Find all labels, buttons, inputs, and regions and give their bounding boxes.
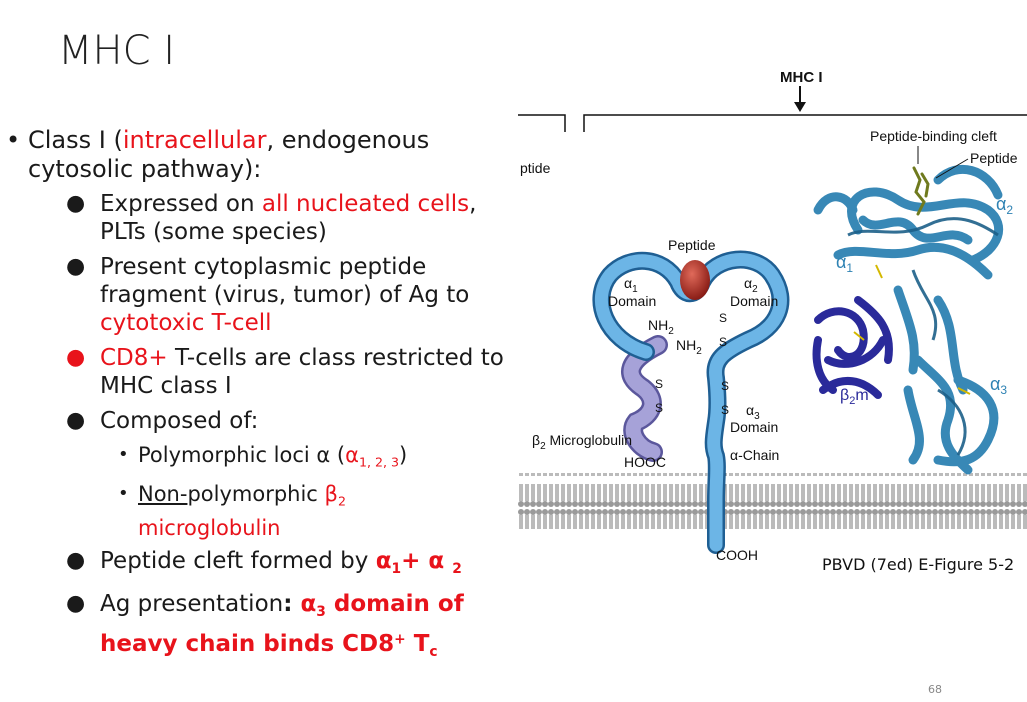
figure-caption: PBVD (7ed) E-Figure 5-2 bbox=[822, 555, 1015, 574]
svg-text:β2m: β2m bbox=[840, 387, 869, 407]
svg-text:NH2: NH2 bbox=[648, 317, 674, 337]
alpha1-symbol: α bbox=[624, 275, 632, 291]
disulfide-s-2: S bbox=[719, 335, 727, 349]
b2-symbol: β bbox=[532, 432, 540, 448]
svg-text:α1: α1 bbox=[624, 275, 638, 295]
mhc-i-figure: MHC I ptide Peptide α1 Domain α2 Domain … bbox=[518, 69, 1027, 563]
ribbon-b2m-m: m bbox=[855, 387, 868, 404]
peptide-label: Peptide bbox=[668, 237, 716, 253]
b2-microglobulin-schematic bbox=[621, 335, 668, 462]
svg-text:α2: α2 bbox=[744, 275, 758, 295]
bullet-peptide-cleft: ●Peptide cleft formed by α1+ α 2 bbox=[66, 547, 462, 577]
left-partial-label: ptide bbox=[520, 160, 551, 176]
svg-text:α2: α2 bbox=[996, 194, 1013, 217]
disulfide-s-4: S bbox=[655, 401, 663, 415]
alpha2-symbol: α bbox=[744, 275, 752, 291]
alpha3-sub: 3 bbox=[754, 411, 760, 422]
ribbon-alpha1-symbol: α bbox=[836, 252, 846, 272]
ribbon-alpha3-symbol: α bbox=[990, 374, 1000, 394]
svg-text:β2 Microglobulin: β2 Microglobulin bbox=[532, 432, 632, 452]
nh2-label-1: NH bbox=[648, 317, 668, 333]
bullet-list: Class I (intracellular, endogenous cytos… bbox=[6, 126, 506, 673]
disulfide-s-3: S bbox=[655, 377, 663, 391]
peptide-schematic bbox=[680, 260, 710, 300]
slide-title: MHC I bbox=[58, 28, 176, 74]
bullet-cd8: ●CD8+ T-cells are class restricted to MH… bbox=[66, 345, 504, 399]
ribbon-alpha3-sub: 3 bbox=[1000, 383, 1007, 397]
bullet-present-peptide: ●Present cytoplasmic peptide fragment (v… bbox=[66, 254, 470, 336]
cleft-label: Peptide-binding cleft bbox=[870, 128, 997, 144]
alpha1-domain-label: Domain bbox=[608, 293, 656, 309]
ribbon-b2m-sub: 2 bbox=[849, 395, 855, 407]
svg-text:α3: α3 bbox=[990, 374, 1007, 397]
bullet-polymorphic: •Polymorphic loci α (α1, 2, 3) bbox=[118, 443, 408, 470]
bullet-expressed: ●Expressed on all nucleated cells, PLTs … bbox=[66, 191, 477, 245]
arrow-down-icon bbox=[794, 102, 806, 112]
alpha2-domain-label: Domain bbox=[730, 293, 778, 309]
svg-text:NH2: NH2 bbox=[676, 337, 702, 357]
svg-text:α3: α3 bbox=[746, 402, 760, 422]
disulfide-s-5: S bbox=[721, 379, 729, 393]
bullet-composed: ●Composed of: bbox=[66, 408, 259, 434]
alpha3-domain-label: Domain bbox=[730, 419, 778, 435]
microglobulin-label: Microglobulin bbox=[546, 432, 632, 448]
alpha1-sub: 1 bbox=[632, 284, 638, 295]
alpha3-symbol: α bbox=[746, 402, 754, 418]
nh2-sub-1: 2 bbox=[668, 326, 674, 337]
cleft-peptide-label: Peptide bbox=[970, 150, 1018, 166]
ribbon-alpha2-sub: 2 bbox=[1006, 203, 1013, 217]
mhc-i-header-label: MHC I bbox=[780, 69, 823, 86]
disulfide-s-1: S bbox=[719, 311, 727, 325]
ribbon-alpha1-sub: 1 bbox=[846, 261, 853, 275]
ribbon-b2m-symbol: β bbox=[840, 387, 849, 404]
bullet-class-i: Class I (intracellular, endogenous cytos… bbox=[6, 126, 506, 184]
nh2-label-2: NH bbox=[676, 337, 696, 353]
cooh-label: COOH bbox=[716, 547, 758, 563]
hooc-label: HOOC bbox=[624, 454, 666, 470]
figure-header: MHC I ptide bbox=[518, 69, 1027, 176]
bullet-ag-presentation: ●Ag presentation: α3 domain of heavy cha… bbox=[66, 590, 464, 660]
alpha2-sub: 2 bbox=[752, 284, 758, 295]
svg-text:α1: α1 bbox=[836, 252, 853, 275]
page-number: 68 bbox=[928, 683, 942, 696]
cell-membrane bbox=[518, 473, 1027, 529]
alpha-chain-label: α-Chain bbox=[730, 447, 779, 463]
disulfide-s-6: S bbox=[721, 403, 729, 417]
ribbon-structure bbox=[812, 164, 1004, 475]
alpha-chain-schematic bbox=[592, 250, 790, 554]
ribbon-alpha2-symbol: α bbox=[996, 194, 1006, 214]
nh2-sub-2: 2 bbox=[696, 346, 702, 357]
b2-sub: 2 bbox=[540, 441, 546, 452]
